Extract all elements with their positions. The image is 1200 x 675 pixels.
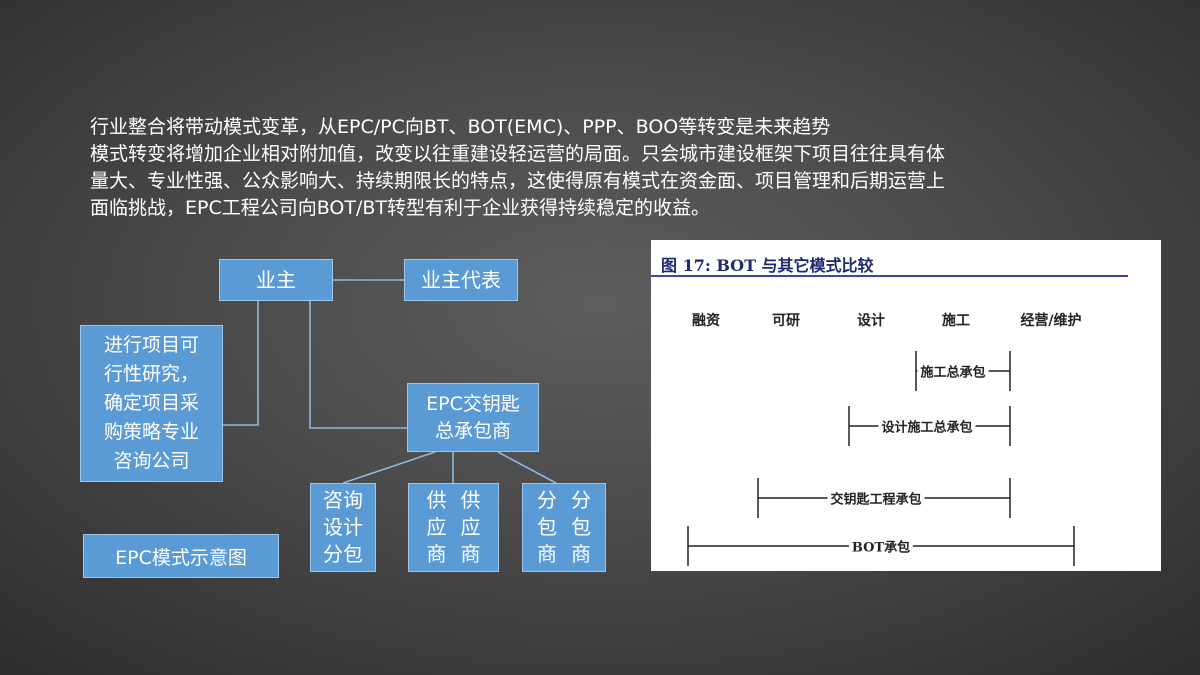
consultant-line: 咨询公司 xyxy=(113,450,190,472)
figure-bar-label: 施工总承包 xyxy=(917,361,989,381)
sub-design-line: 分包 xyxy=(323,542,363,566)
intro-text: 行业整合将带动模式变革，从EPC/PC向BT、BOT(EMC)、PPP、BOO等… xyxy=(90,114,1120,222)
figure-bar-label: 设计施工总承包 xyxy=(878,416,976,436)
connector-epc-design xyxy=(342,451,436,484)
diagram-caption-label: EPC模式示意图 xyxy=(115,546,247,569)
intro-line: 量大、专业性强、公众影响大、持续期限长的特点，这使得原有模式在资金面、项目管理和… xyxy=(90,170,946,192)
consultant-line: 行性研究， xyxy=(103,363,199,385)
consultant-box: 进行项目可 行性研究， 确定项目采 购策略专业 咨询公司 xyxy=(80,325,223,482)
supplier-char: 供 xyxy=(426,488,447,512)
sub-design-line: 咨询 xyxy=(323,488,363,512)
stage-construction: 施工 xyxy=(942,313,970,329)
intro-line: 模式转变将增加企业相对附加值，改变以往重建设轻运营的局面。只会城市建设框架下项目… xyxy=(90,143,946,165)
connector-epc-subcontractor xyxy=(497,451,557,484)
consultant-line: 确定项目采 xyxy=(103,392,199,414)
sub-design-box: 咨询 设计 分包 xyxy=(310,483,376,572)
subcontractor-char: 分 xyxy=(537,488,557,512)
supplier-char: 供 xyxy=(460,488,481,512)
figure-bars xyxy=(687,351,1075,566)
epc-line: EPC交钥匙 xyxy=(426,392,520,415)
figure-title-rule xyxy=(651,275,1128,277)
sub-design-line: 设计 xyxy=(323,515,363,539)
stage-design: 设计 xyxy=(857,313,885,329)
epc-line: 总承包商 xyxy=(434,419,511,442)
subcontractor-char: 包 xyxy=(571,515,591,539)
subcontractor-char: 分 xyxy=(571,488,591,512)
owner-rep-box: 业主代表 xyxy=(404,259,518,301)
owner-box: 业主 xyxy=(219,259,333,301)
intro-line: 面临挑战，EPC工程公司向BOT/BT转型有利于企业获得持续稳定的收益。 xyxy=(90,197,711,219)
supplier-char: 商 xyxy=(460,542,481,566)
consultant-line: 进行项目可 xyxy=(103,334,199,356)
connector-owner-epc xyxy=(309,301,407,429)
owner-label: 业主 xyxy=(256,268,296,292)
connector-owner-consultant xyxy=(223,301,259,426)
subcontractor-box: 分 包 商 分 包 商 xyxy=(522,483,606,572)
stage-operation: 经营/维护 xyxy=(1020,313,1082,329)
figure-bar-label: 交钥匙工程承包 xyxy=(827,488,925,508)
subcontractor-char: 商 xyxy=(571,542,591,566)
supplier-char: 应 xyxy=(460,515,481,539)
stage-financing: 融资 xyxy=(692,313,720,329)
epc-box: EPC交钥匙 总承包商 xyxy=(407,383,539,452)
subcontractor-char: 商 xyxy=(537,542,557,566)
figure-title: 图 17: BOT 与其它模式比较 xyxy=(661,256,874,275)
owner-rep-label: 业主代表 xyxy=(421,268,501,292)
supplier-box: 供 应 商 供 应 商 xyxy=(408,483,499,572)
intro-line: 行业整合将带动模式变革，从EPC/PC向BT、BOT(EMC)、PPP、BOO等… xyxy=(90,116,831,138)
stage-feasibility: 可研 xyxy=(772,313,800,329)
supplier-char: 应 xyxy=(426,515,447,539)
supplier-char: 商 xyxy=(426,542,447,566)
bot-comparison-figure: 图 17: BOT 与其它模式比较 融资 可研 设计 施工 经营/维护 施工总承… xyxy=(651,240,1161,571)
diagram-caption: EPC模式示意图 xyxy=(83,534,279,578)
figure-bar-label: BOT承包 xyxy=(848,536,914,556)
subcontractor-char: 包 xyxy=(537,515,557,539)
consultant-line: 购策略专业 xyxy=(103,421,199,443)
